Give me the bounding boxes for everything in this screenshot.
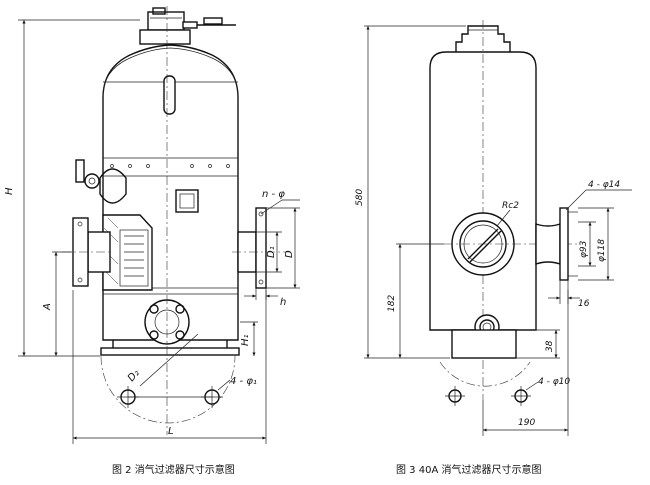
fig3-label-flange-bolts: 4 - φ14 <box>588 180 620 190</box>
fig2-label-D1: D₁ <box>266 246 277 258</box>
fig2-label-D2: D₂ <box>126 368 142 384</box>
fig2-dimensions <box>18 19 300 444</box>
fig3-outlet-flange <box>535 207 578 281</box>
fig2-label-H1: H₁ <box>240 334 251 346</box>
fig3-dimensions <box>364 25 632 436</box>
fig2-label-H: H <box>4 187 15 195</box>
fig3-label-radius: Rc2 <box>502 201 519 211</box>
fig2-base <box>100 6 240 435</box>
fig2-label-n-phi: n - φ <box>262 189 285 200</box>
fig2-outlet-flange <box>232 207 290 289</box>
fig3-label-580: 580 <box>355 189 365 206</box>
fig3-label-182: 182 <box>387 295 397 312</box>
fig2-label-L: L <box>168 426 174 437</box>
fig2-cutaway-section <box>75 159 153 291</box>
fig3-label-base-bolts: 4 - φ10 <box>538 377 570 387</box>
fig3-base <box>439 329 531 406</box>
fig3-center-port <box>444 212 578 276</box>
fig3-label-16: 16 <box>578 299 590 309</box>
fig3-label-38: 38 <box>545 340 555 352</box>
fig2-label-h: h <box>280 297 286 308</box>
fig3-caption: 图 3 40A 消气过滤器尺寸示意图 <box>396 463 541 476</box>
fig2-label-A: A <box>42 303 53 311</box>
fig3-label-phi93: φ93 <box>579 240 589 258</box>
fig3-label-190: 190 <box>518 418 535 428</box>
fig2-vessel-body <box>102 44 239 341</box>
fig2-label-bolt-holes: 4 - φ₁ <box>230 376 257 387</box>
fig2-caption: 图 2 消气过滤器尺寸示意图 <box>112 463 235 476</box>
fig2-label-D: D <box>284 250 295 258</box>
fig2-inlet-flange <box>62 217 112 287</box>
figure-2-filter-drawing: H A L D₁ D n - φ h H₁ D₂ 4 - φ₁ 图 2 消气过滤… <box>4 6 300 476</box>
fig2-top-valve <box>139 7 236 45</box>
figure-3-filter-drawing: 580 182 38 190 Rc2 φ93 φ118 16 4 - φ14 4… <box>355 20 632 476</box>
fig3-label-phi118: φ118 <box>597 239 607 262</box>
